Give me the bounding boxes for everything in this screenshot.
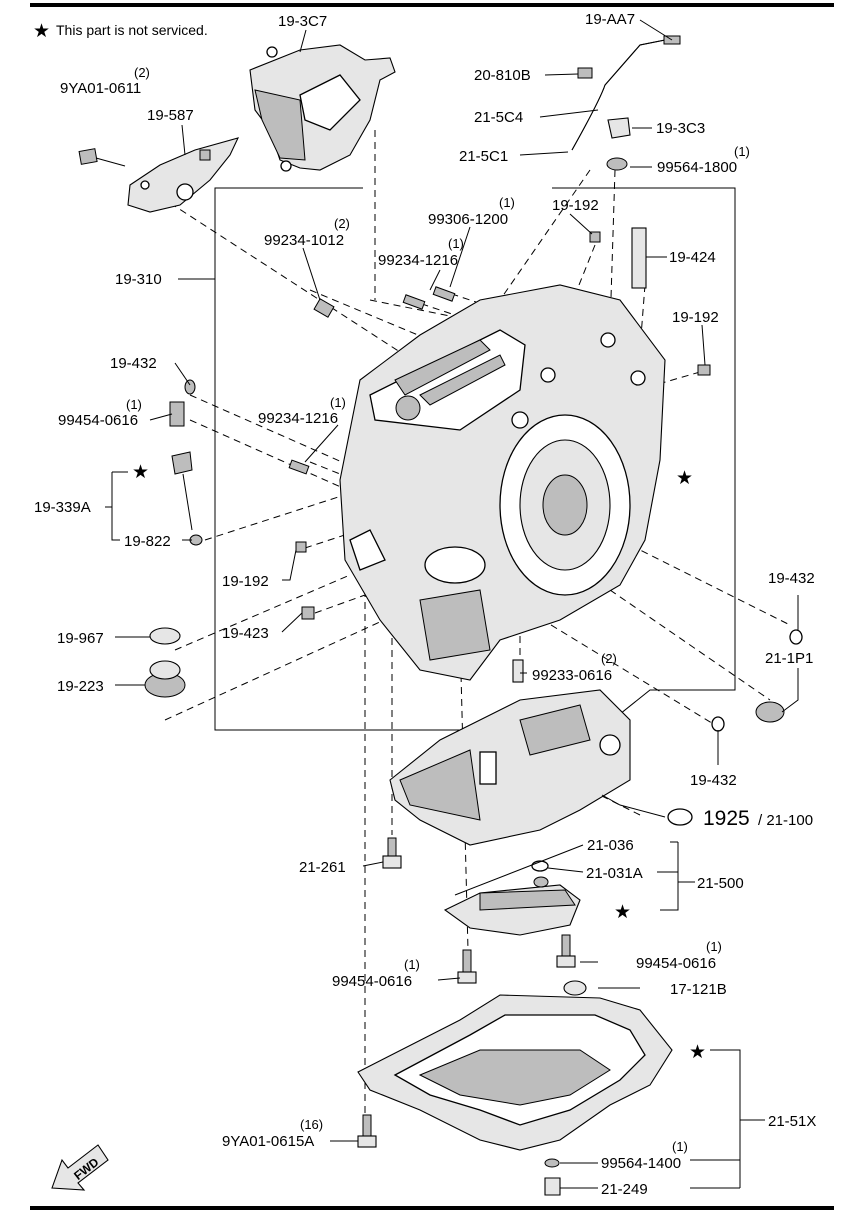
qty-99564-1400: (1)	[672, 1139, 688, 1154]
label-21-51x: 21-51X	[768, 1113, 816, 1130]
label-19-432-right: 19-432	[768, 570, 815, 587]
label-20-810b: 20-810B	[474, 67, 531, 84]
label-99233-0616: 99233-0616	[532, 667, 612, 684]
label-1925: 1925	[703, 807, 750, 830]
top-border	[30, 3, 834, 7]
label-19-587: 19-587	[147, 107, 194, 124]
label-21-500: 21-500	[697, 875, 744, 892]
label-19-424: 19-424	[669, 249, 716, 266]
bottom-border	[30, 1206, 834, 1210]
label-21-5c4: 21-5C4	[474, 109, 523, 126]
label-21-1p1: 21-1P1	[765, 650, 813, 667]
label-19-192-top: 19-192	[552, 197, 599, 214]
qty-99234-1216-mid: (1)	[330, 395, 346, 410]
label-99234-1012: 99234-1012	[264, 232, 344, 249]
qty-99454-0616-left: (1)	[126, 397, 142, 412]
label-21-100: / 21-100	[758, 812, 813, 829]
label-99454-0616-left: 99454-0616	[58, 412, 138, 429]
plug-19-3c3	[606, 117, 631, 171]
label-19-3c7: 19-3C7	[278, 13, 327, 30]
oil-pan-21-51x	[357, 994, 673, 1151]
fwd-arrow-icon: FWD	[51, 1144, 109, 1191]
valve-body-1925	[389, 689, 693, 846]
label-19-310: 19-310	[115, 271, 162, 288]
label-99234-1216-mid: 99234-1216	[258, 410, 338, 427]
label-99454-0616-lower: 99454-0616	[332, 973, 412, 990]
transmission-case-19-310	[339, 284, 666, 681]
label-21-5c1: 21-5C1	[459, 148, 508, 165]
label-19-432-lower: 19-432	[690, 772, 737, 789]
bolts-lower	[357, 837, 576, 1148]
label-99564-1800: 99564-1800	[657, 159, 737, 176]
label-19-967: 19-967	[57, 630, 104, 647]
label-17-121b: 17-121B	[670, 981, 727, 998]
qty-99234-1012: (2)	[334, 216, 350, 231]
label-21-249: 21-249	[601, 1181, 648, 1198]
cover-19-3c7	[249, 44, 396, 172]
label-21-036: 21-036	[587, 837, 634, 854]
qty-99454-0616-right: (1)	[706, 939, 722, 954]
bolt-9ya01-0611	[78, 148, 126, 167]
qty-99454-0616-lower: (1)	[404, 957, 420, 972]
qty-99234-1216-top: (1)	[448, 236, 464, 251]
leader-lines	[105, 19, 799, 1189]
pins-and-studs	[288, 227, 711, 683]
star-icon-strainer: ★	[614, 902, 631, 923]
label-99234-1216-top: 99234-1216	[378, 252, 458, 269]
label-99454-0616-right: 99454-0616	[636, 955, 716, 972]
case-group-box	[214, 187, 736, 731]
note-star-icon: ★	[33, 21, 50, 42]
plate-19-587	[127, 137, 240, 213]
qty-99233-0616: (2)	[601, 651, 617, 666]
star-icon-oilpan: ★	[689, 1042, 706, 1063]
qty-99306-1200: (1)	[499, 195, 515, 210]
label-19-aa7: 19-AA7	[585, 11, 635, 28]
label-99306-1200: 99306-1200	[428, 211, 508, 228]
qty-9ya01-0611: (2)	[134, 65, 150, 80]
label-19-192-right: 19-192	[672, 309, 719, 326]
star-icon-case: ★	[676, 468, 693, 489]
label-19-423: 19-423	[222, 625, 269, 642]
qty-99564-1800: (1)	[734, 144, 750, 159]
magnet-17-121b	[563, 980, 587, 996]
qty-9ya01-0615a: (16)	[300, 1117, 323, 1132]
label-19-822: 19-822	[124, 533, 171, 550]
label-19-223: 19-223	[57, 678, 104, 695]
label-99564-1400: 99564-1400	[601, 1155, 681, 1172]
label-19-192-lower: 19-192	[222, 573, 269, 590]
note-text: This part is not serviced.	[56, 22, 208, 38]
drain-plug-21-249	[544, 1158, 561, 1196]
label-9ya01-0611: 9YA01-0611	[60, 80, 141, 97]
sensor-19-339a	[169, 379, 203, 546]
label-19-339a: 19-339A	[34, 499, 91, 516]
star-icon-sensor: ★	[132, 462, 149, 483]
label-19-432-left: 19-432	[110, 355, 157, 372]
label-21-261: 21-261	[299, 859, 346, 876]
label-19-3c3: 19-3C3	[656, 120, 705, 137]
strainer-21-500	[443, 860, 581, 936]
plug-21-1p1	[711, 629, 803, 732]
label-9ya01-0615a: 9YA01-0615A	[222, 1133, 314, 1150]
seal-19-223	[144, 627, 186, 698]
label-21-031a: 21-031A	[586, 865, 643, 882]
